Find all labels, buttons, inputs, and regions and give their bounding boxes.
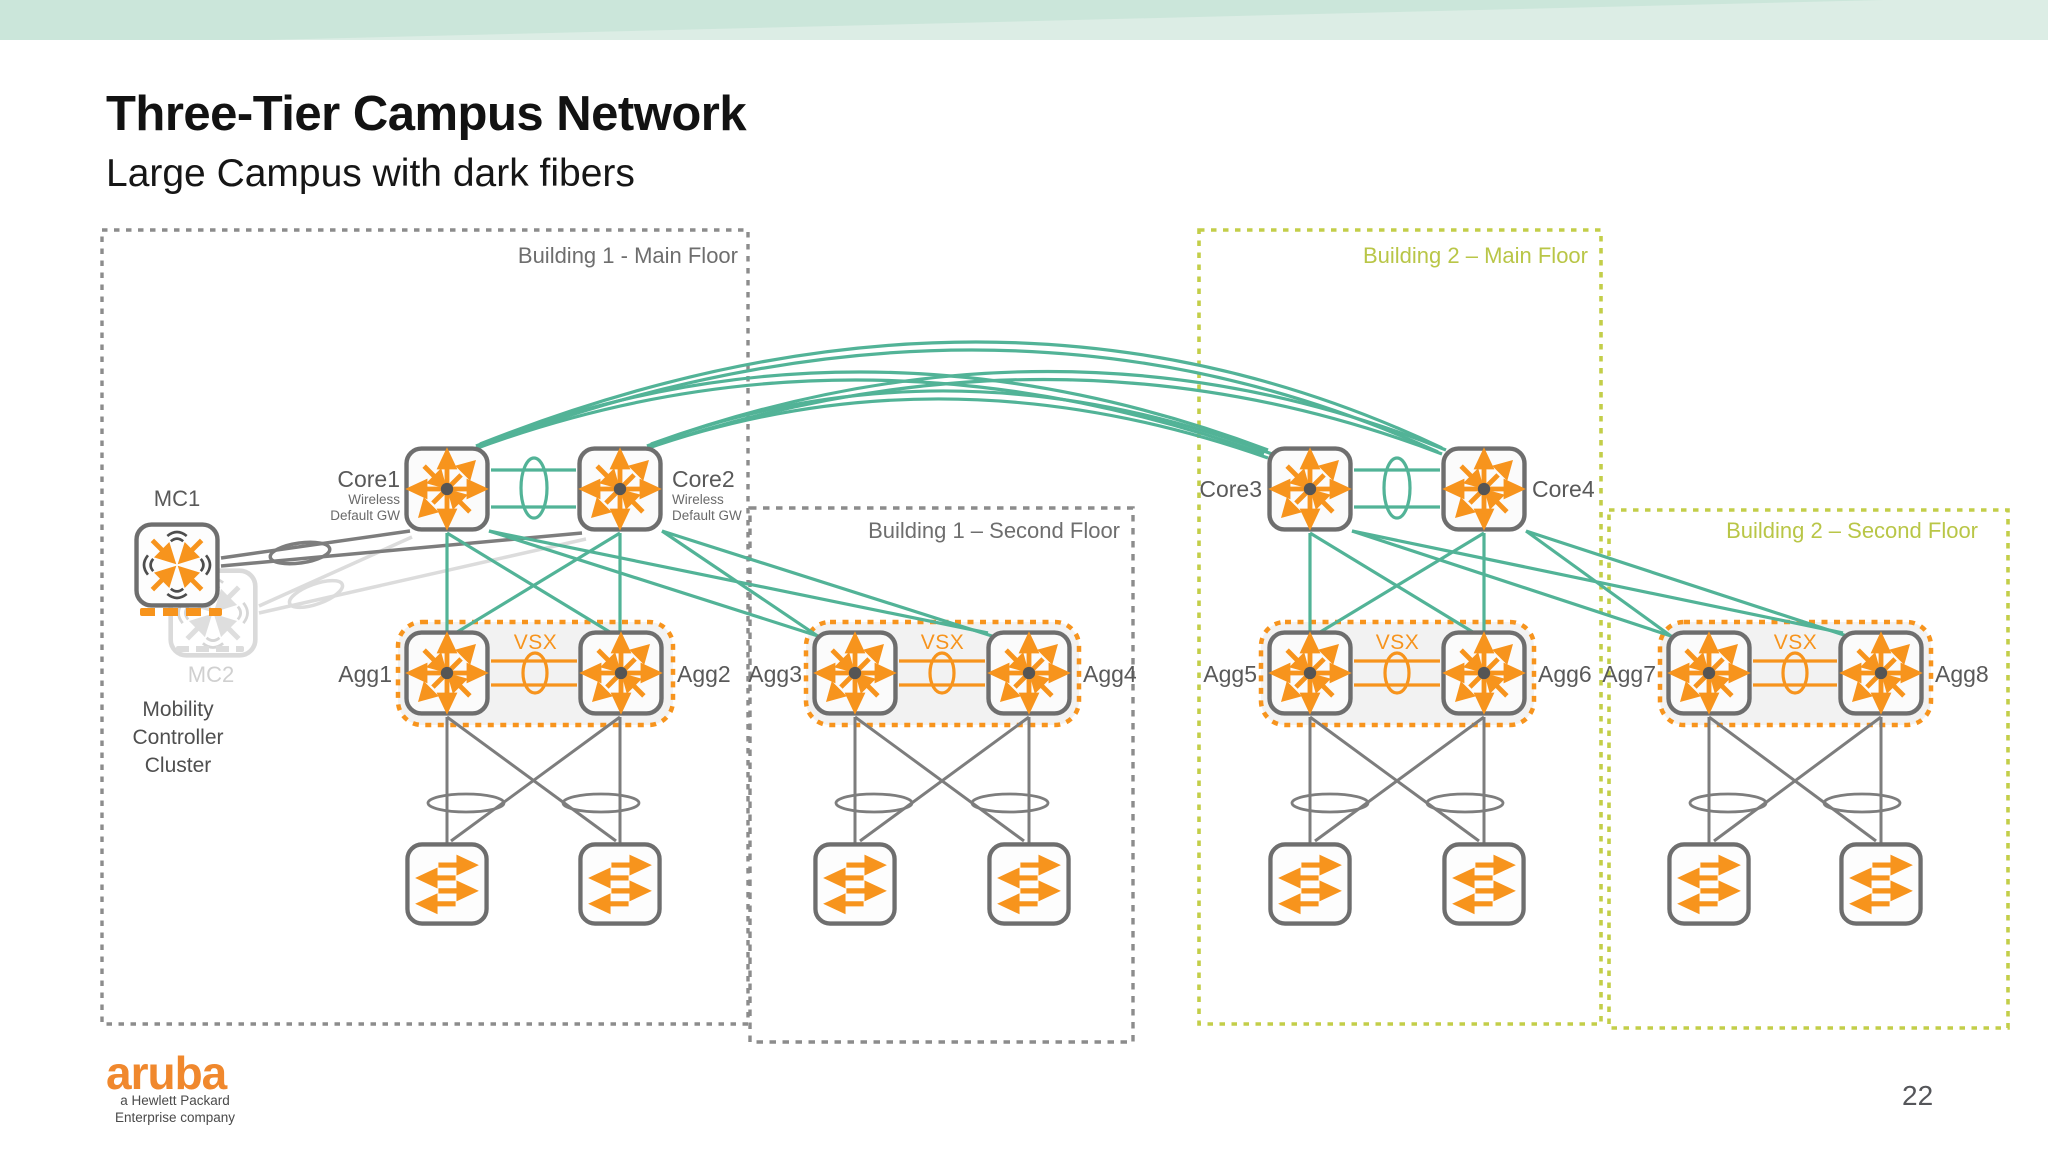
- vsx2-label: VSX: [920, 631, 965, 654]
- core2-switch-icon: [576, 445, 664, 533]
- zone-label-building2-main: Building 2 – Main Floor: [1362, 243, 1588, 268]
- mc1-uplinks: [220, 529, 583, 568]
- core-dark-fiber-arcs: [471, 340, 1447, 460]
- core1-sublabel-2: Default GW: [330, 508, 400, 523]
- core1-sublabel-1: Wireless: [348, 492, 400, 507]
- zone-label-building1-second: Building 1 – Second Floor: [868, 518, 1120, 543]
- mobility-caption-line1: Mobility: [142, 698, 214, 721]
- page-number: 22: [1902, 1080, 1934, 1111]
- access-switch-b2s-2-icon: [1838, 841, 1924, 927]
- mc2-dashed-bar: [176, 646, 244, 652]
- mc1-controller-icon: [133, 521, 221, 609]
- core2-label: Core2: [672, 466, 735, 492]
- agg7-label: Agg7: [1602, 661, 1656, 687]
- agg5-label: Agg5: [1203, 661, 1257, 687]
- core2-label-block: Core2 Wireless Default GW: [672, 466, 742, 524]
- mobility-caption-line3: Cluster: [144, 754, 212, 777]
- page-title: Three-Tier Campus Network: [106, 87, 747, 141]
- core1-label: Core1: [337, 466, 400, 492]
- mobility-cluster-caption: Mobility Controller Cluster: [108, 696, 248, 780]
- core1-label-block: Core1 Wireless Default GW: [330, 466, 400, 524]
- page-subtitle: Large Campus with dark fibers: [106, 152, 635, 195]
- aruba-tagline-line2: Enterprise company: [114, 1110, 236, 1125]
- access-switch-b1m-1-icon: [404, 841, 490, 927]
- aruba-logo: aruba: [106, 1047, 227, 1099]
- agg6-label: Agg6: [1538, 661, 1592, 687]
- zone-building2-second-box: [1607, 508, 2010, 1030]
- agg2-label: Agg2: [677, 661, 731, 687]
- zone-building1-second-box: [748, 506, 1135, 1044]
- vsx1-label: VSX: [513, 631, 558, 654]
- mc1-label: MC1: [153, 486, 201, 511]
- core3-label: Core3: [1199, 476, 1262, 502]
- agg3-label: Agg3: [748, 661, 802, 687]
- zone-building2-main-box: [1197, 228, 1603, 1026]
- agg8-label: Agg8: [1935, 661, 1989, 687]
- mc2-uplinks: [258, 535, 587, 615]
- agg4-label: Agg4: [1083, 661, 1137, 687]
- access-switch-b2s-1-icon: [1666, 841, 1752, 927]
- core1-switch-icon: [403, 445, 491, 533]
- core2-sublabel-1: Wireless: [672, 492, 724, 507]
- agg-to-access-links: [426, 715, 1902, 843]
- mc1-dashed-bar: [140, 608, 222, 616]
- mc2-label: MC2: [187, 662, 235, 687]
- agg1-label: Agg1: [338, 661, 392, 687]
- core4-switch-icon: [1440, 445, 1528, 533]
- access-switch-b2m-1-icon: [1267, 841, 1353, 927]
- access-switch-b2m-2-icon: [1441, 841, 1527, 927]
- aruba-logo-tagline: a Hewlett Packard Enterprise company: [100, 1092, 250, 1126]
- slide-top-banner: [0, 0, 2048, 40]
- zone-label-building2-second: Building 2 – Second Floor: [1726, 518, 1978, 543]
- core2-sublabel-2: Default GW: [672, 508, 742, 523]
- access-switch-b1s-1-icon: [812, 841, 898, 927]
- core3-switch-icon: [1266, 445, 1354, 533]
- access-switch-b1s-2-icon: [986, 841, 1072, 927]
- vsx4-label: VSX: [1773, 631, 1818, 654]
- core-to-agg-links: [445, 529, 1848, 641]
- core-isl-links: [491, 456, 1440, 520]
- access-switch-b1m-2-icon: [577, 841, 663, 927]
- vsx-isl-links: [491, 651, 1837, 695]
- aruba-tagline-line1: a Hewlett Packard: [120, 1093, 230, 1108]
- mobility-caption-line2: Controller: [132, 726, 224, 749]
- core4-label: Core4: [1532, 476, 1595, 502]
- vsx3-label: VSX: [1375, 631, 1420, 654]
- zone-label-building1-main: Building 1 - Main Floor: [517, 243, 738, 268]
